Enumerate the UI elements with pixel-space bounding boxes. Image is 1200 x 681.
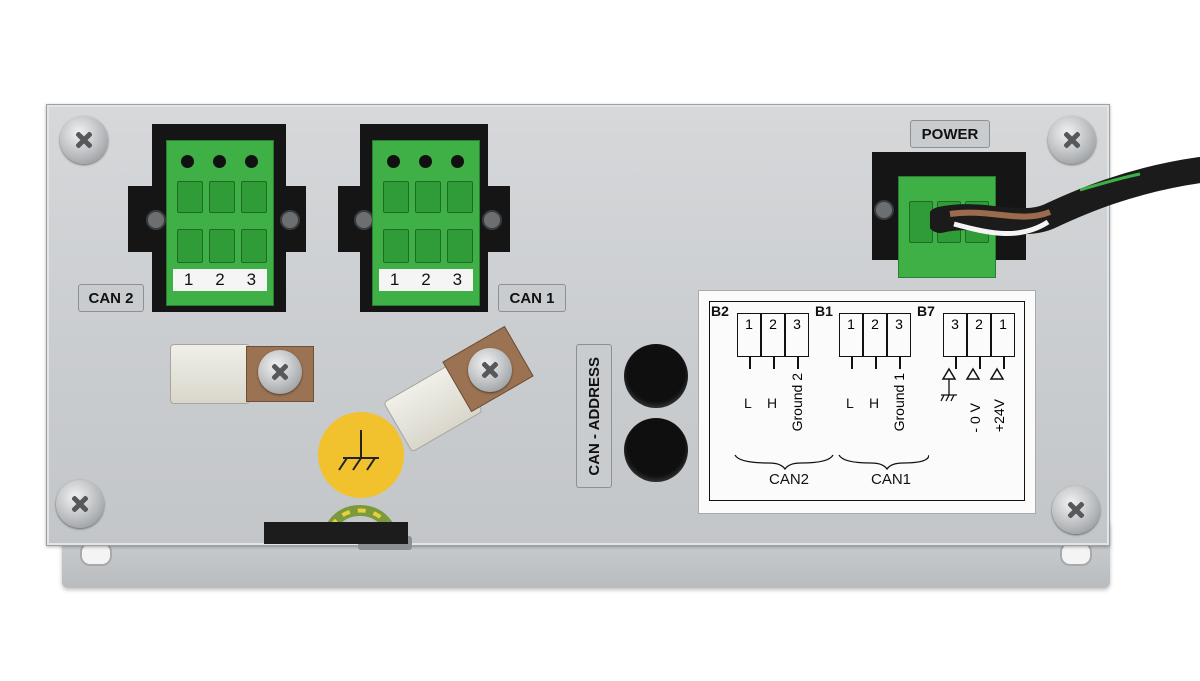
corner-screw-icon (1052, 486, 1100, 534)
power-tag: POWER (910, 120, 990, 148)
terminal-screw (177, 229, 203, 263)
terminal-screw (909, 201, 933, 243)
power-pin-symbols (940, 367, 1005, 402)
mounting-hole (1060, 542, 1092, 566)
b7-pin-cell: 3 (943, 313, 967, 357)
label-frame (709, 301, 1025, 501)
can2-group-label: CAN2 (769, 471, 810, 488)
wire-line (899, 357, 901, 369)
pin-hole (451, 155, 464, 168)
can1-signal-h: H (869, 395, 880, 411)
wire-line (955, 357, 957, 369)
can1-signal-ground: Ground 1 (891, 373, 907, 432)
terminal-screw (415, 229, 441, 263)
pin-hole (181, 155, 194, 168)
address-switch-button[interactable] (624, 418, 688, 482)
b1-pin-cell: 1 (839, 313, 863, 357)
pin-number-strip: 1 2 3 (379, 269, 473, 291)
corner-screw-icon (1048, 116, 1096, 164)
b1-label: B1 (815, 303, 833, 319)
terminal-screw (209, 229, 235, 263)
ground-symbol-icon (338, 430, 379, 471)
terminal-screw (241, 181, 267, 213)
pin-hole (387, 155, 400, 168)
connector-screw-icon (146, 210, 166, 230)
pin-number: 1 (183, 270, 194, 289)
terminal-screw (383, 181, 409, 213)
connector-screw-icon (482, 210, 502, 230)
pin-number: 3 (452, 270, 463, 289)
can1-tag: CAN 1 (498, 284, 566, 312)
wire-line (773, 357, 775, 369)
wire-line (979, 357, 981, 369)
power-signal-24v: +24V (991, 399, 1007, 433)
pin-number: 3 (246, 270, 257, 289)
wiring-diagram-label: B2 B1 B7 1 2 3 1 2 3 3 2 1 L H Ground 2 … (698, 290, 1036, 514)
wire-line (749, 357, 751, 369)
connector-screw-icon (354, 210, 374, 230)
can1-group-label: CAN1 (871, 471, 912, 488)
b2-label: B2 (711, 303, 729, 319)
terminal-screw (383, 229, 409, 263)
can-address-tag: CAN - ADDRESS (576, 344, 612, 488)
can2-signal-ground: Ground 2 (789, 373, 805, 432)
group-braces (734, 454, 929, 471)
wire-line (875, 357, 877, 369)
can2-terminal-block[interactable]: 1 2 3 (166, 140, 274, 306)
corner-screw-icon (60, 116, 108, 164)
terminal-screw (209, 181, 235, 213)
b2-pin-cell: 2 (761, 313, 785, 357)
b2-pin-cell: 1 (737, 313, 761, 357)
connector-screw-icon (280, 210, 300, 230)
cable-clamp (170, 344, 250, 404)
can-address-text: CAN - ADDRESS (585, 356, 603, 476)
clamp-screw-icon (258, 350, 302, 394)
power-cable (930, 157, 1200, 237)
pin-hole (213, 155, 226, 168)
pin-number: 1 (389, 270, 400, 289)
terminal-screw (177, 181, 203, 213)
can1-signal-l: L (846, 395, 854, 411)
b7-pin-cell: 2 (967, 313, 991, 357)
can2-signal-h: H (767, 395, 778, 411)
b7-label: B7 (917, 303, 935, 319)
can2-tag: CAN 2 (78, 284, 144, 312)
b1-pin-cell: 3 (887, 313, 911, 357)
clamp-screw-icon (468, 348, 512, 392)
pin-number-strip: 1 2 3 (173, 269, 267, 291)
corner-screw-icon (56, 480, 104, 528)
b7-pin-cell: 1 (991, 313, 1015, 357)
can1-terminal-block[interactable]: 1 2 3 (372, 140, 480, 306)
terminal-screw (241, 229, 267, 263)
pin-number: 2 (215, 270, 225, 289)
b1-pin-cell: 2 (863, 313, 887, 357)
bottom-slot (264, 522, 408, 544)
pin-hole (419, 155, 432, 168)
can2-signal-l: L (744, 395, 752, 411)
wire-line (797, 357, 799, 369)
pin-hole (245, 155, 258, 168)
pin-number: 2 (421, 270, 431, 289)
address-switch-button[interactable] (624, 344, 688, 408)
wire-line (851, 357, 853, 369)
terminal-screw (447, 181, 473, 213)
power-signal-0v: - 0 V (967, 403, 983, 433)
earth-ground-label (318, 412, 404, 498)
wire-line (1003, 357, 1005, 369)
connector-screw-icon (874, 200, 894, 220)
terminal-screw (415, 181, 441, 213)
b2-pin-cell: 3 (785, 313, 809, 357)
terminal-screw (447, 229, 473, 263)
